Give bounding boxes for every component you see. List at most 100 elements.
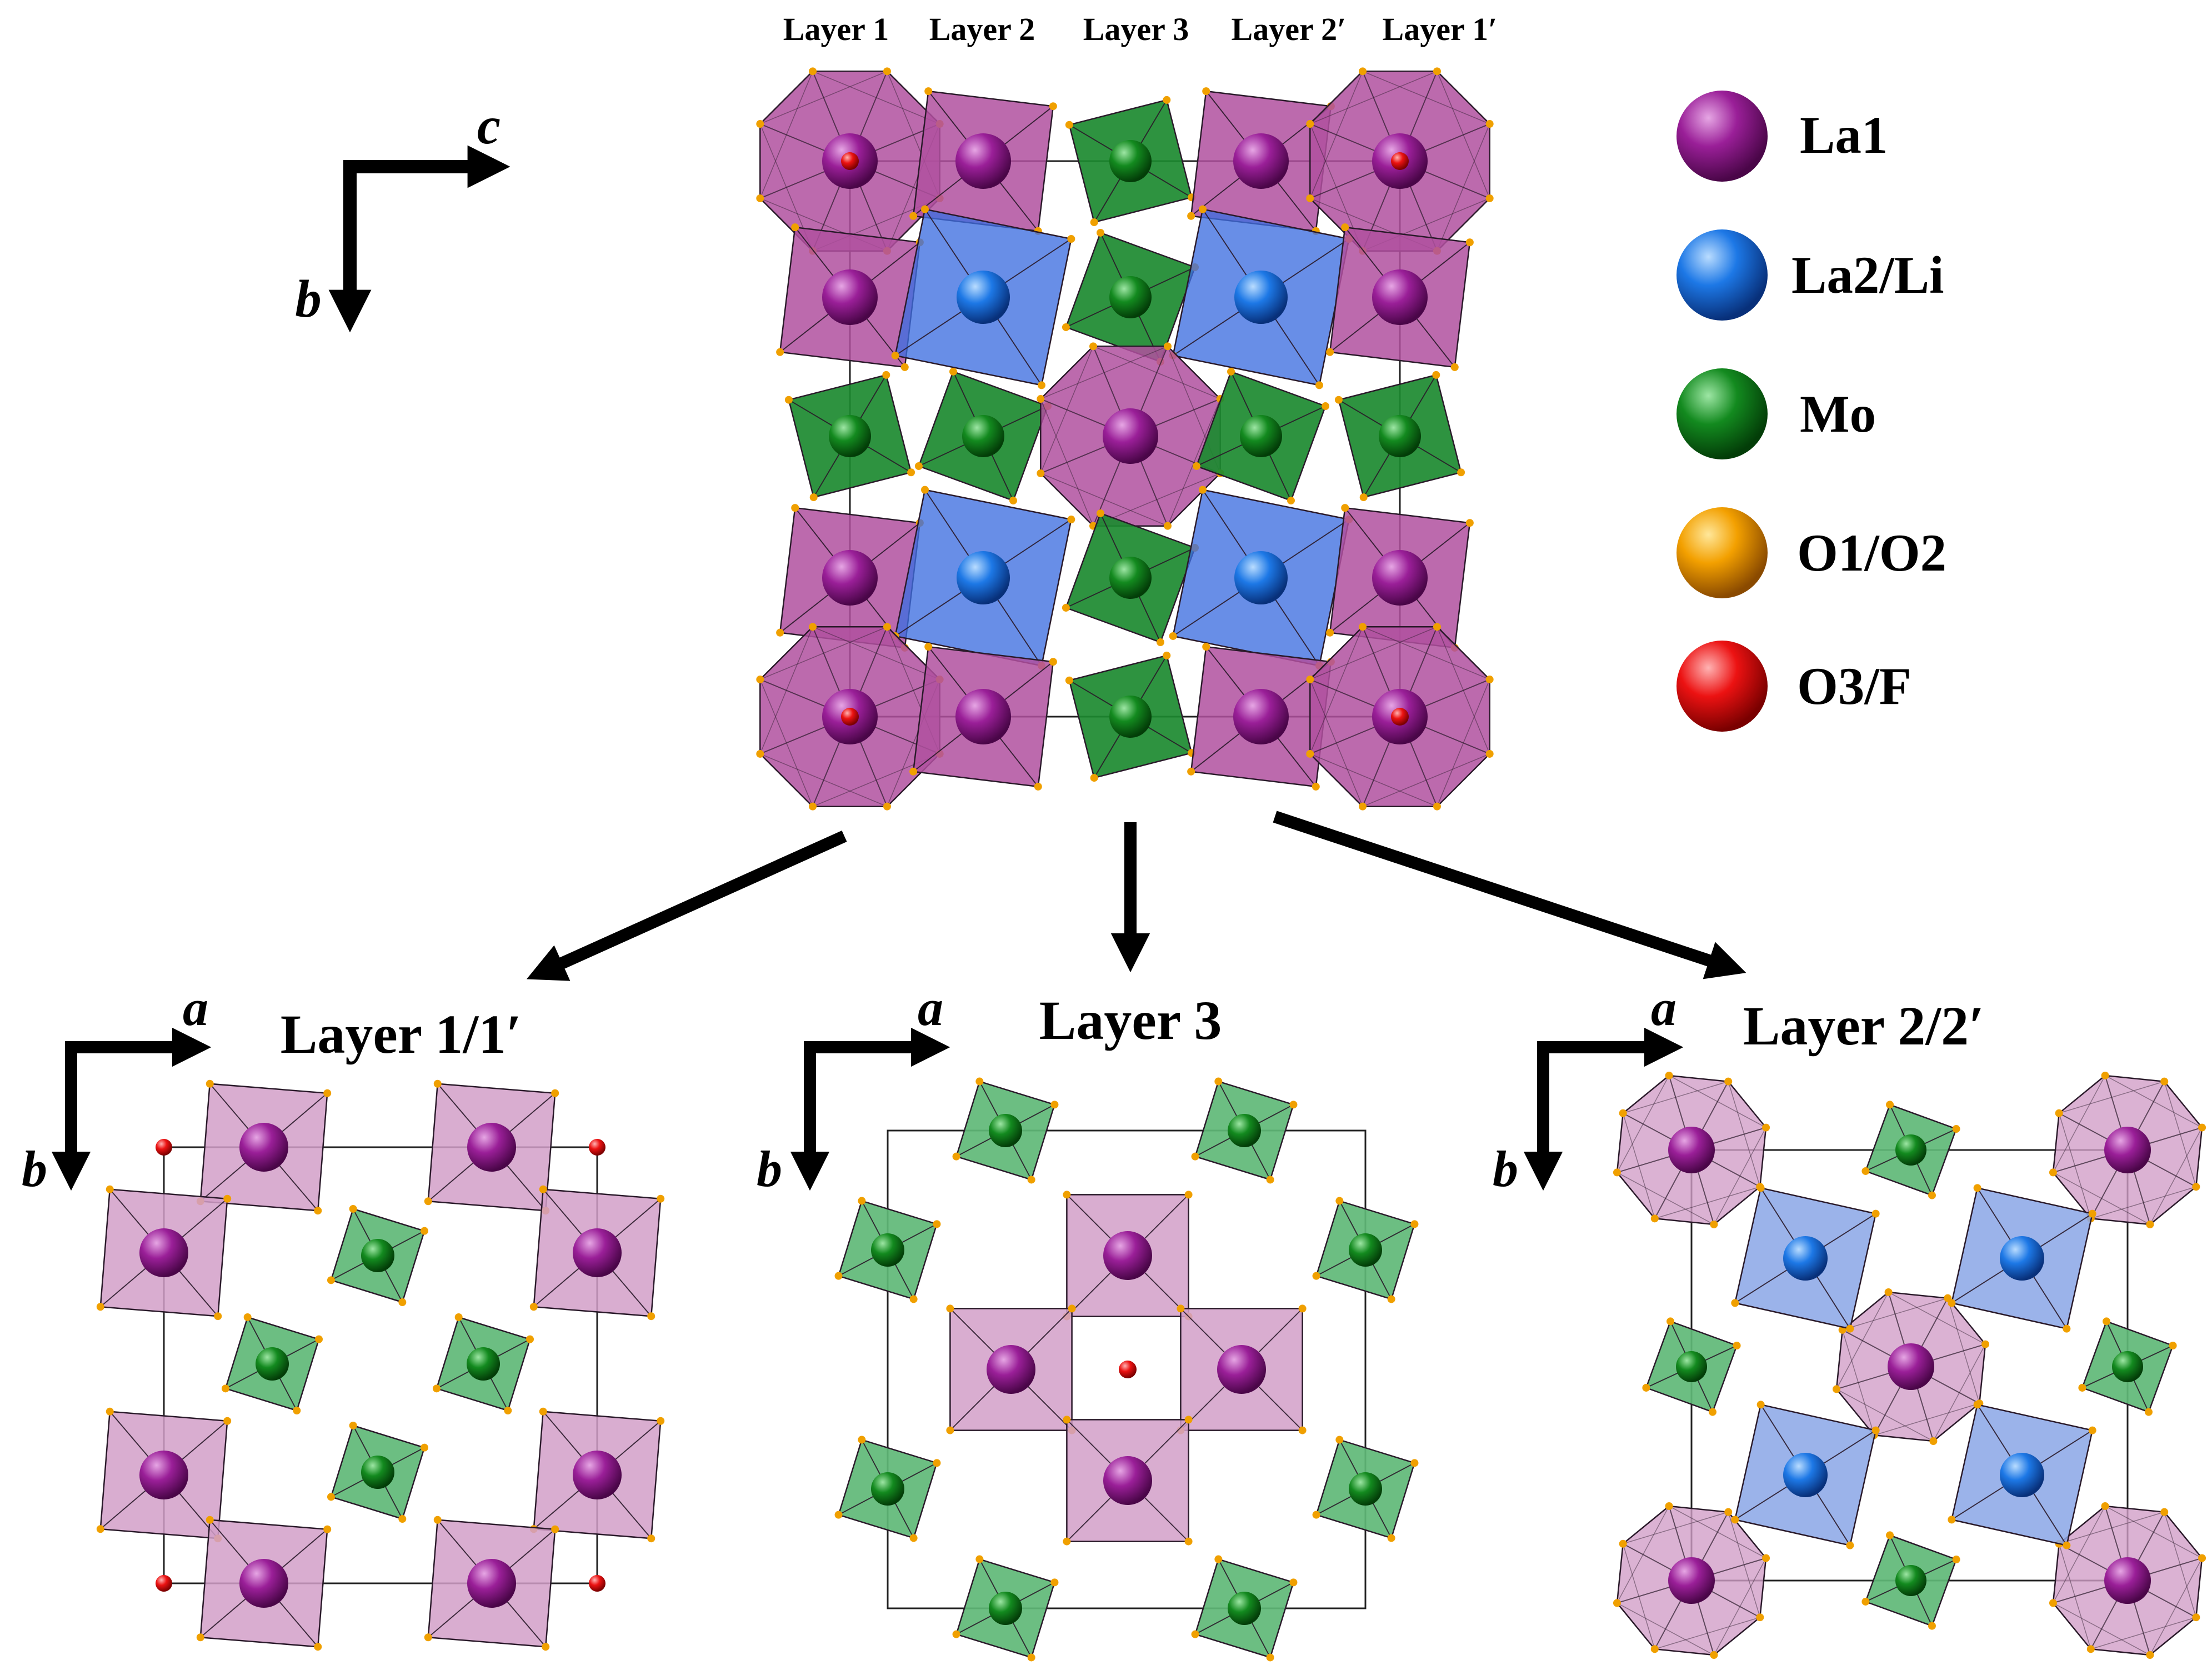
axis-label-a-right: a (1651, 979, 1676, 1036)
la2-atom (957, 271, 1010, 324)
axis-label-b-right: b (1493, 1141, 1518, 1197)
arrow-to-layer-1 (526, 830, 847, 981)
oxygen-atom (909, 212, 918, 220)
o3-f-atom (156, 1575, 172, 1592)
oxygen-atom (421, 1227, 429, 1235)
la1-atom (955, 689, 1011, 744)
oxygen-atom (1298, 1304, 1307, 1313)
oxygen-atom (1184, 1416, 1193, 1424)
oxygen-atom (1465, 519, 1474, 527)
oxygen-atom (933, 1459, 941, 1467)
oxygen-atom (1871, 1426, 1880, 1434)
oxygen-atom (1485, 749, 1494, 758)
oxygen-atom (1050, 1101, 1059, 1109)
oxygen-atom (349, 1421, 357, 1429)
oxygen-atom (1214, 1555, 1223, 1563)
oxygen-atom (1289, 1578, 1298, 1587)
axis-indicator-top: c b (295, 96, 511, 333)
oxygen-atom (1199, 205, 1207, 213)
mo-atom (962, 415, 1004, 457)
oxygen-atom (1287, 497, 1295, 505)
legend-label-o3-f: O3/F (1797, 657, 1911, 716)
oxygen-atom (1191, 1630, 1199, 1638)
oxygen-atom (1387, 1534, 1395, 1542)
oxygen-atom (1334, 396, 1343, 404)
oxygen-atom (1322, 402, 1330, 411)
oxygen-atom (756, 194, 764, 202)
oxygen-atom (539, 1185, 547, 1193)
oxygen-atom (791, 504, 799, 512)
la2-atom (1234, 551, 1288, 604)
oxygen-atom (657, 1417, 665, 1425)
mo-atom (1349, 1472, 1382, 1506)
oxygen-atom (756, 749, 764, 758)
oxygen-atom (551, 1525, 559, 1533)
oxygen-atom (1613, 1168, 1621, 1177)
oxygen-atom (975, 1077, 984, 1086)
oxygen-atom (946, 1304, 954, 1313)
oxygen-atom (1410, 1220, 1419, 1228)
oxygen-atom (1326, 348, 1334, 356)
oxygen-atom (1184, 1537, 1193, 1546)
axis-indicator-right: a b (1493, 979, 1684, 1197)
legend-item-mo: Mo (1676, 368, 1876, 459)
mo-atom (1349, 1233, 1382, 1267)
legend-swatch-la2-li (1676, 229, 1768, 321)
oxygen-atom (1187, 212, 1195, 220)
oxygen-atom (2198, 1123, 2206, 1132)
oxygen-atom (882, 371, 890, 379)
arrow-to-layer-2 (1273, 811, 1746, 979)
axis-label-c: c (477, 96, 501, 155)
la1-atom (1668, 1127, 1715, 1173)
layer-label-2-prime: Layer 2′ (1232, 11, 1347, 47)
o3-f-atom (156, 1139, 172, 1156)
oxygen-atom (1063, 1537, 1071, 1546)
la1-atom (1888, 1343, 1934, 1390)
projection-arrows (526, 811, 1746, 981)
oxygen-atom (1063, 1191, 1071, 1199)
layer-1-unit-cell (163, 1146, 598, 1584)
oxygen-atom (293, 1407, 301, 1415)
oxygen-atom (1298, 1426, 1307, 1434)
mo-atom (256, 1347, 289, 1381)
oxygen-atom (529, 1303, 538, 1311)
la1-atom (1103, 1231, 1152, 1280)
oxygen-atom (949, 367, 958, 376)
oxygen-atom (1359, 623, 1367, 631)
oxygen-atom (1952, 1125, 1960, 1133)
oxygen-atom (1065, 121, 1073, 129)
oxygen-atom (221, 1384, 229, 1393)
la1-atom (2104, 1557, 2151, 1604)
mo-atom (361, 1239, 394, 1272)
top-layer-labels: Layer 1 Layer 2 Layer 3 Layer 2′ Layer 1… (783, 11, 1498, 47)
oxygen-atom (921, 205, 929, 213)
axis-label-a-left: a (183, 979, 208, 1036)
oxygen-atom (2101, 1502, 2109, 1510)
mo-atom (871, 1472, 904, 1506)
la1-atom (1372, 269, 1428, 325)
oxygen-atom (1871, 1209, 1880, 1218)
oxygen-atom (1929, 1437, 1938, 1446)
oxygen-atom (2078, 1383, 2086, 1392)
oxygen-atom (433, 1079, 442, 1088)
mo-atom (1895, 1565, 1926, 1596)
oxygen-atom (1846, 1541, 1854, 1549)
oxygen-atom (398, 1298, 407, 1307)
oxygen-atom (1387, 1295, 1395, 1303)
oxygen-atom (1485, 120, 1494, 128)
oxygen-atom (1312, 782, 1320, 791)
oxygen-atom (952, 1152, 960, 1161)
la1-atom (239, 1123, 288, 1172)
layer-1-panel (96, 1079, 665, 1651)
la2-atom (1783, 1453, 1828, 1497)
oxygen-atom (924, 87, 933, 96)
mo-atom (1228, 1114, 1261, 1147)
oxygen-atom (1762, 1554, 1770, 1562)
oxygen-atom (1928, 1622, 1936, 1630)
layer-label-1: Layer 1 (783, 11, 889, 47)
la1-atom (1103, 408, 1158, 464)
oxygen-atom (1306, 120, 1314, 128)
oxygen-atom (223, 1417, 232, 1425)
axis-indicator-left: a b (22, 979, 212, 1197)
oxygen-atom (1756, 1184, 1765, 1192)
